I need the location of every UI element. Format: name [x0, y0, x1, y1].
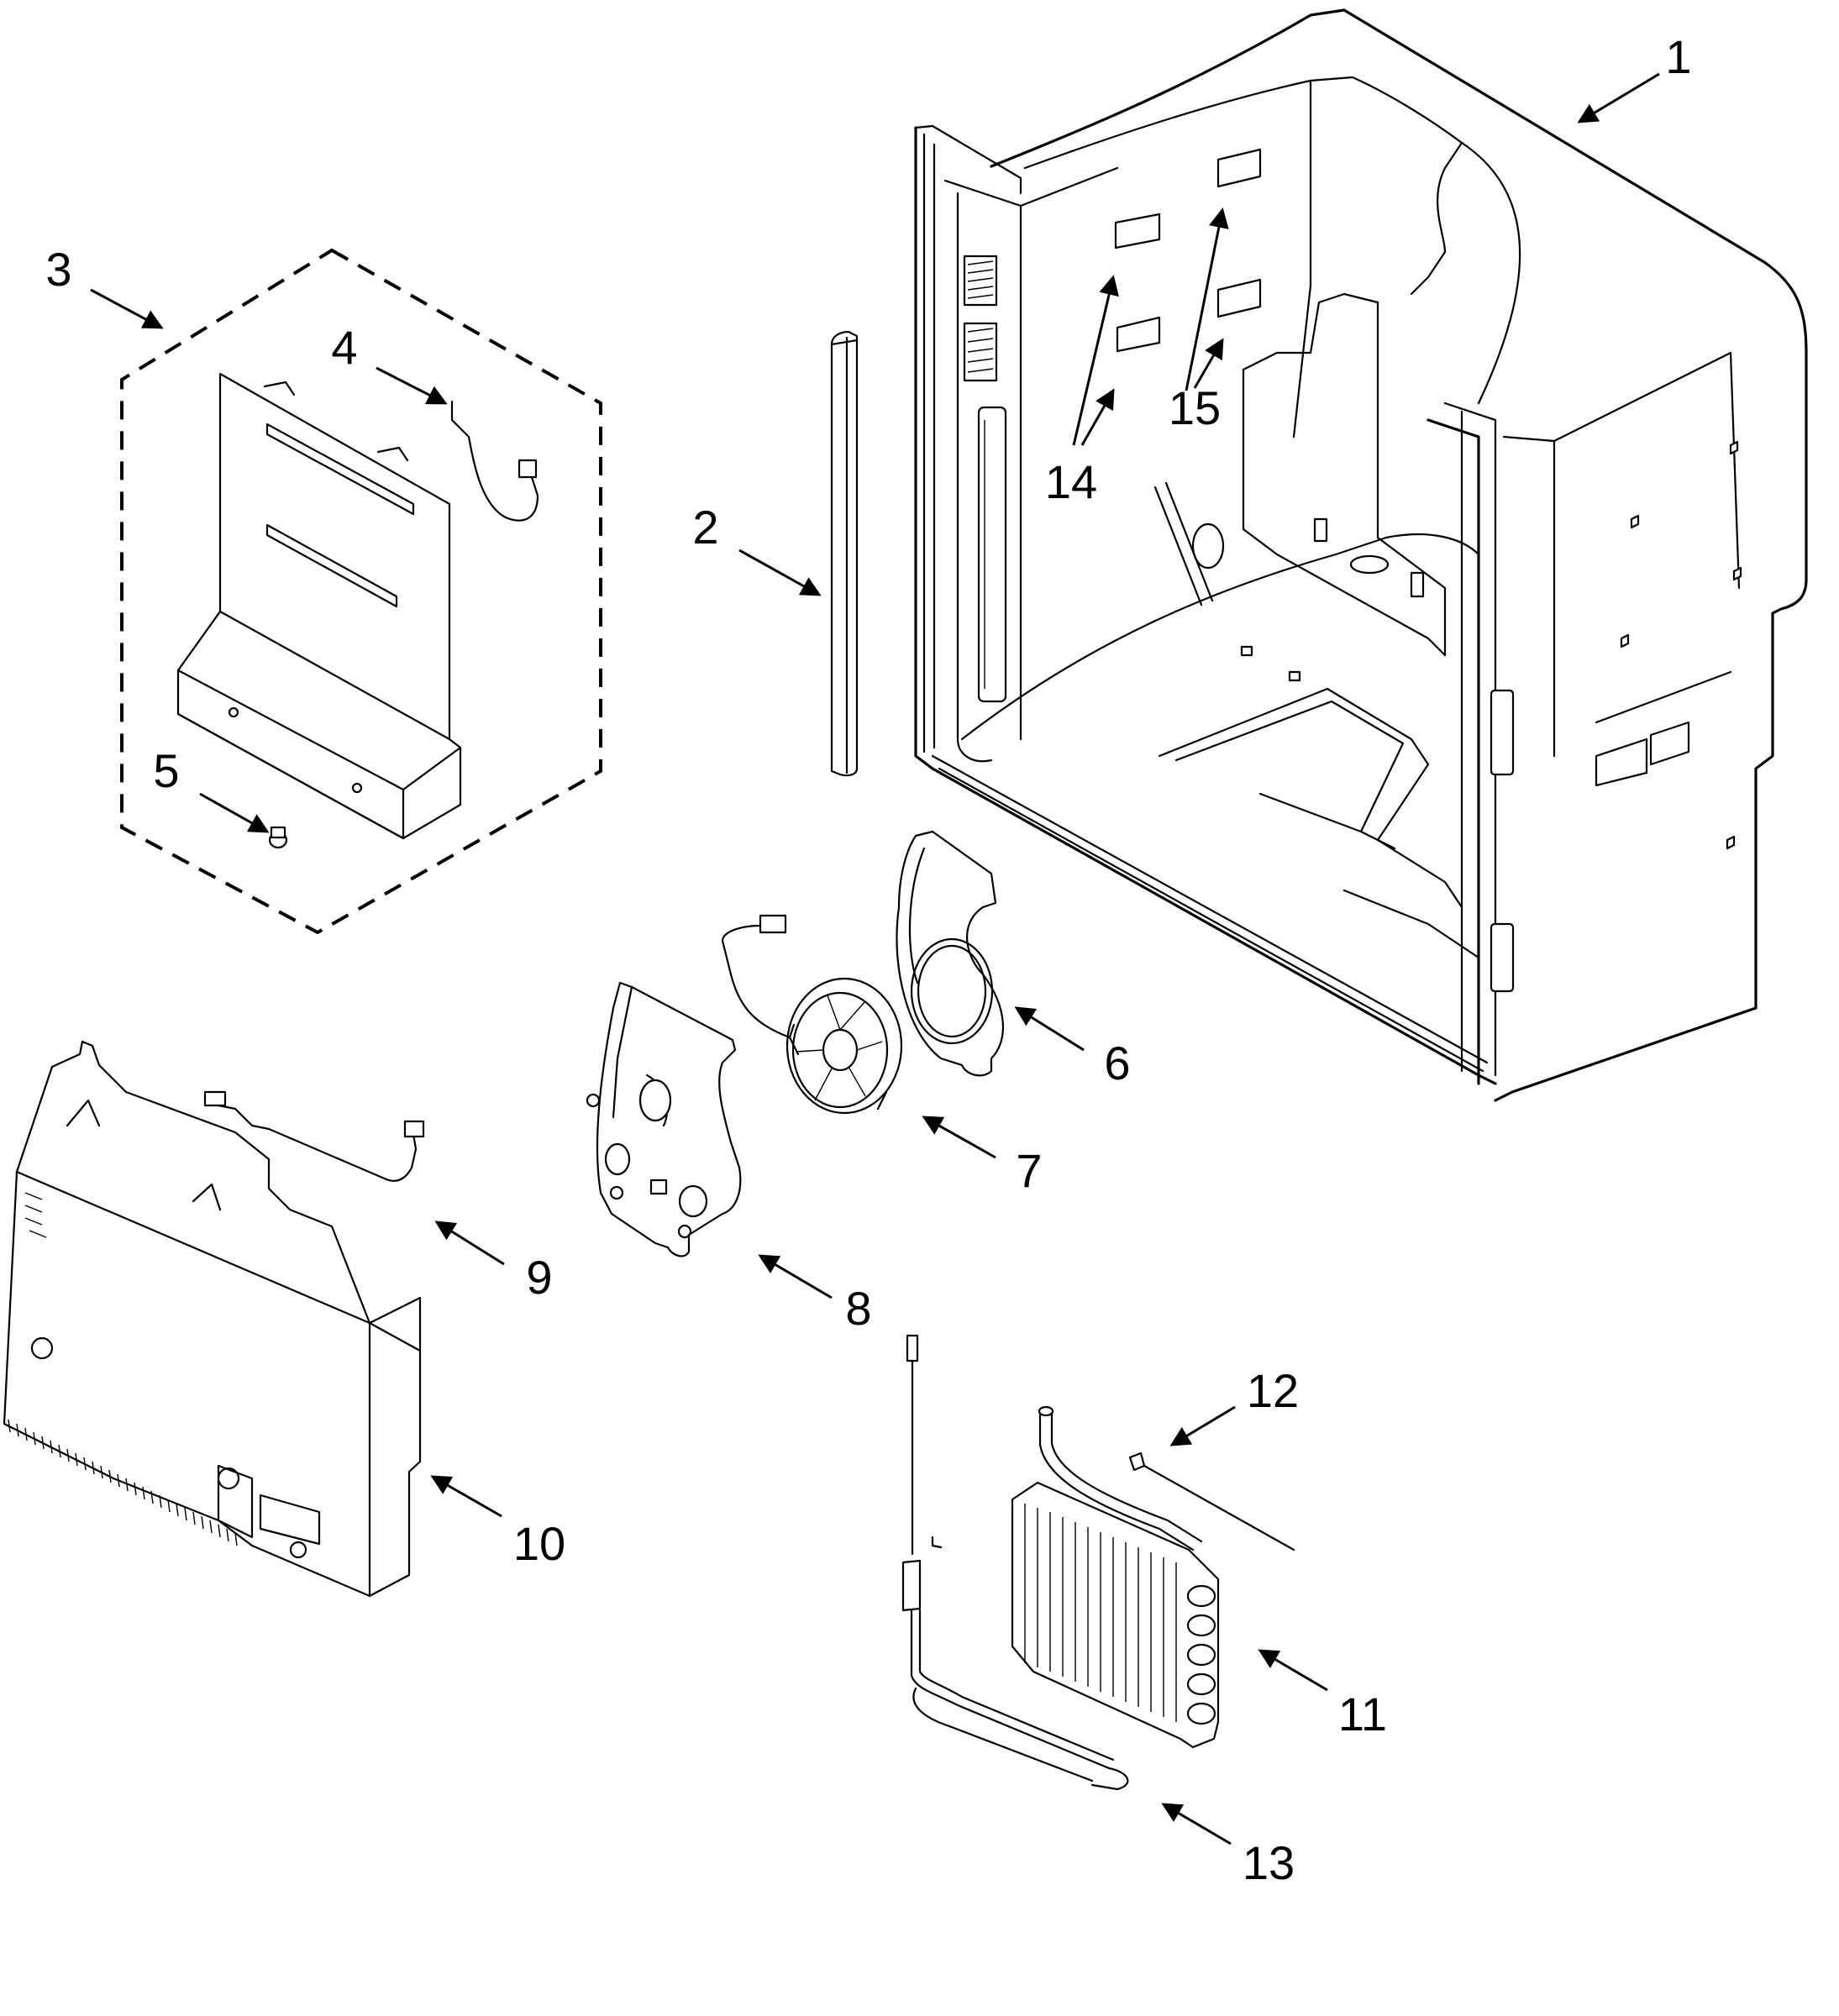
- sensor-part-12: [1128, 1452, 1295, 1551]
- wire-part-4: [450, 400, 539, 522]
- arrow-13: [1161, 1803, 1232, 1845]
- callout-13: 13: [1243, 1836, 1295, 1889]
- callout-5: 5: [153, 744, 179, 797]
- arrow-1: [1577, 72, 1660, 123]
- callout-10: 10: [513, 1517, 565, 1570]
- callout-labels: 1 2 3 4 5 6 7 8 9 10 11 12 13 14 15: [45, 30, 1691, 1889]
- leader-arrows: [90, 72, 1660, 1845]
- arrow-7: [922, 1116, 996, 1159]
- heater-part-13: [901, 1334, 1129, 1791]
- housing-part-8: [586, 981, 742, 1257]
- screw-part-5: [268, 826, 288, 849]
- arrow-8: [758, 1254, 833, 1299]
- callout-14: 14: [1045, 455, 1097, 508]
- callout-1: 1: [1665, 30, 1691, 83]
- callout-11: 11: [1338, 1688, 1387, 1740]
- arrow-14b: [1080, 388, 1115, 446]
- arrow-2: [738, 549, 822, 596]
- fan-part-7: [721, 914, 903, 1115]
- arrow-15a: [1185, 207, 1229, 391]
- callout-9: 9: [526, 1251, 552, 1304]
- callout-3: 3: [45, 243, 71, 296]
- arrow-9: [434, 1221, 505, 1266]
- callout-6: 6: [1104, 1037, 1130, 1089]
- strip-part-2: [830, 330, 859, 777]
- shroud-part-6: [896, 830, 1005, 1077]
- arrow-4: [376, 366, 448, 405]
- arrow-14a: [1072, 275, 1119, 446]
- liner-part-1: [914, 8, 1808, 1102]
- arrow-10: [430, 1475, 502, 1518]
- callout-7: 7: [1016, 1144, 1042, 1197]
- arrow-6: [1014, 1006, 1085, 1052]
- callout-12: 12: [1247, 1364, 1299, 1417]
- cover-part-10: [3, 1040, 422, 1598]
- arrow-3: [90, 288, 164, 329]
- callout-8: 8: [845, 1282, 871, 1335]
- arrow-15b: [1193, 338, 1224, 389]
- assembly-part-3: [120, 248, 602, 935]
- harness-part-9: [203, 1090, 425, 1182]
- callout-15: 15: [1169, 381, 1221, 434]
- evaporator-part-11: [1011, 1405, 1220, 1749]
- callout-2: 2: [692, 501, 718, 554]
- arrow-12: [1169, 1405, 1236, 1446]
- callout-4: 4: [331, 321, 357, 374]
- arrow-11: [1258, 1649, 1328, 1692]
- arrow-5: [199, 792, 270, 833]
